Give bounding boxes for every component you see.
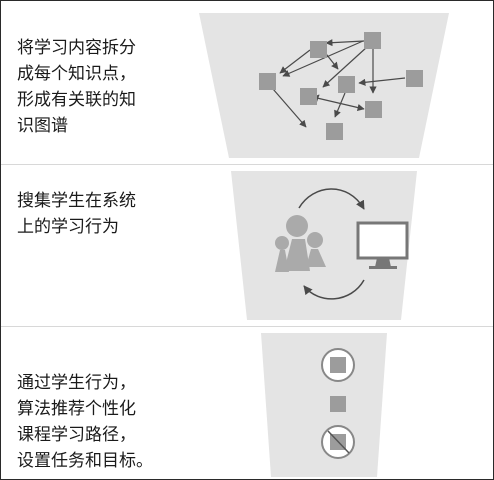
- computer-icon: [356, 221, 409, 269]
- step-2-text: 搜集学生在系统 上的学习行为: [17, 191, 136, 237]
- funnel-panel-middle: [231, 171, 417, 320]
- knowledge-node: [326, 123, 343, 140]
- knowledge-node: [406, 70, 423, 87]
- path-step-node: [330, 396, 346, 412]
- knowledge-node: [300, 88, 317, 105]
- learning-path-icon: [321, 348, 355, 459]
- step-1-text: 将学习内容拆分 成每个知识点， 形成有关联的知 识图谱: [17, 38, 136, 136]
- cycle-arrow: [298, 188, 365, 210]
- knowledge-node: [310, 41, 327, 58]
- cycle-arrow: [303, 279, 365, 300]
- learners-icon: [275, 215, 326, 272]
- knowledge-graph-icon: [259, 32, 423, 140]
- divider: [1, 326, 493, 327]
- knowledge-node: [259, 73, 276, 90]
- funnel-panel-bottom: [261, 333, 387, 477]
- knowledge-node: [338, 76, 355, 93]
- divider: [1, 164, 493, 165]
- learner-computer-cycle-icon: [275, 188, 409, 300]
- knowledge-node: [364, 32, 381, 49]
- knowledge-node: [365, 101, 382, 118]
- step-3-text: 通过学生行为， 算法推荐个性化 课程学习路径， 设置任务和目标。: [17, 373, 153, 471]
